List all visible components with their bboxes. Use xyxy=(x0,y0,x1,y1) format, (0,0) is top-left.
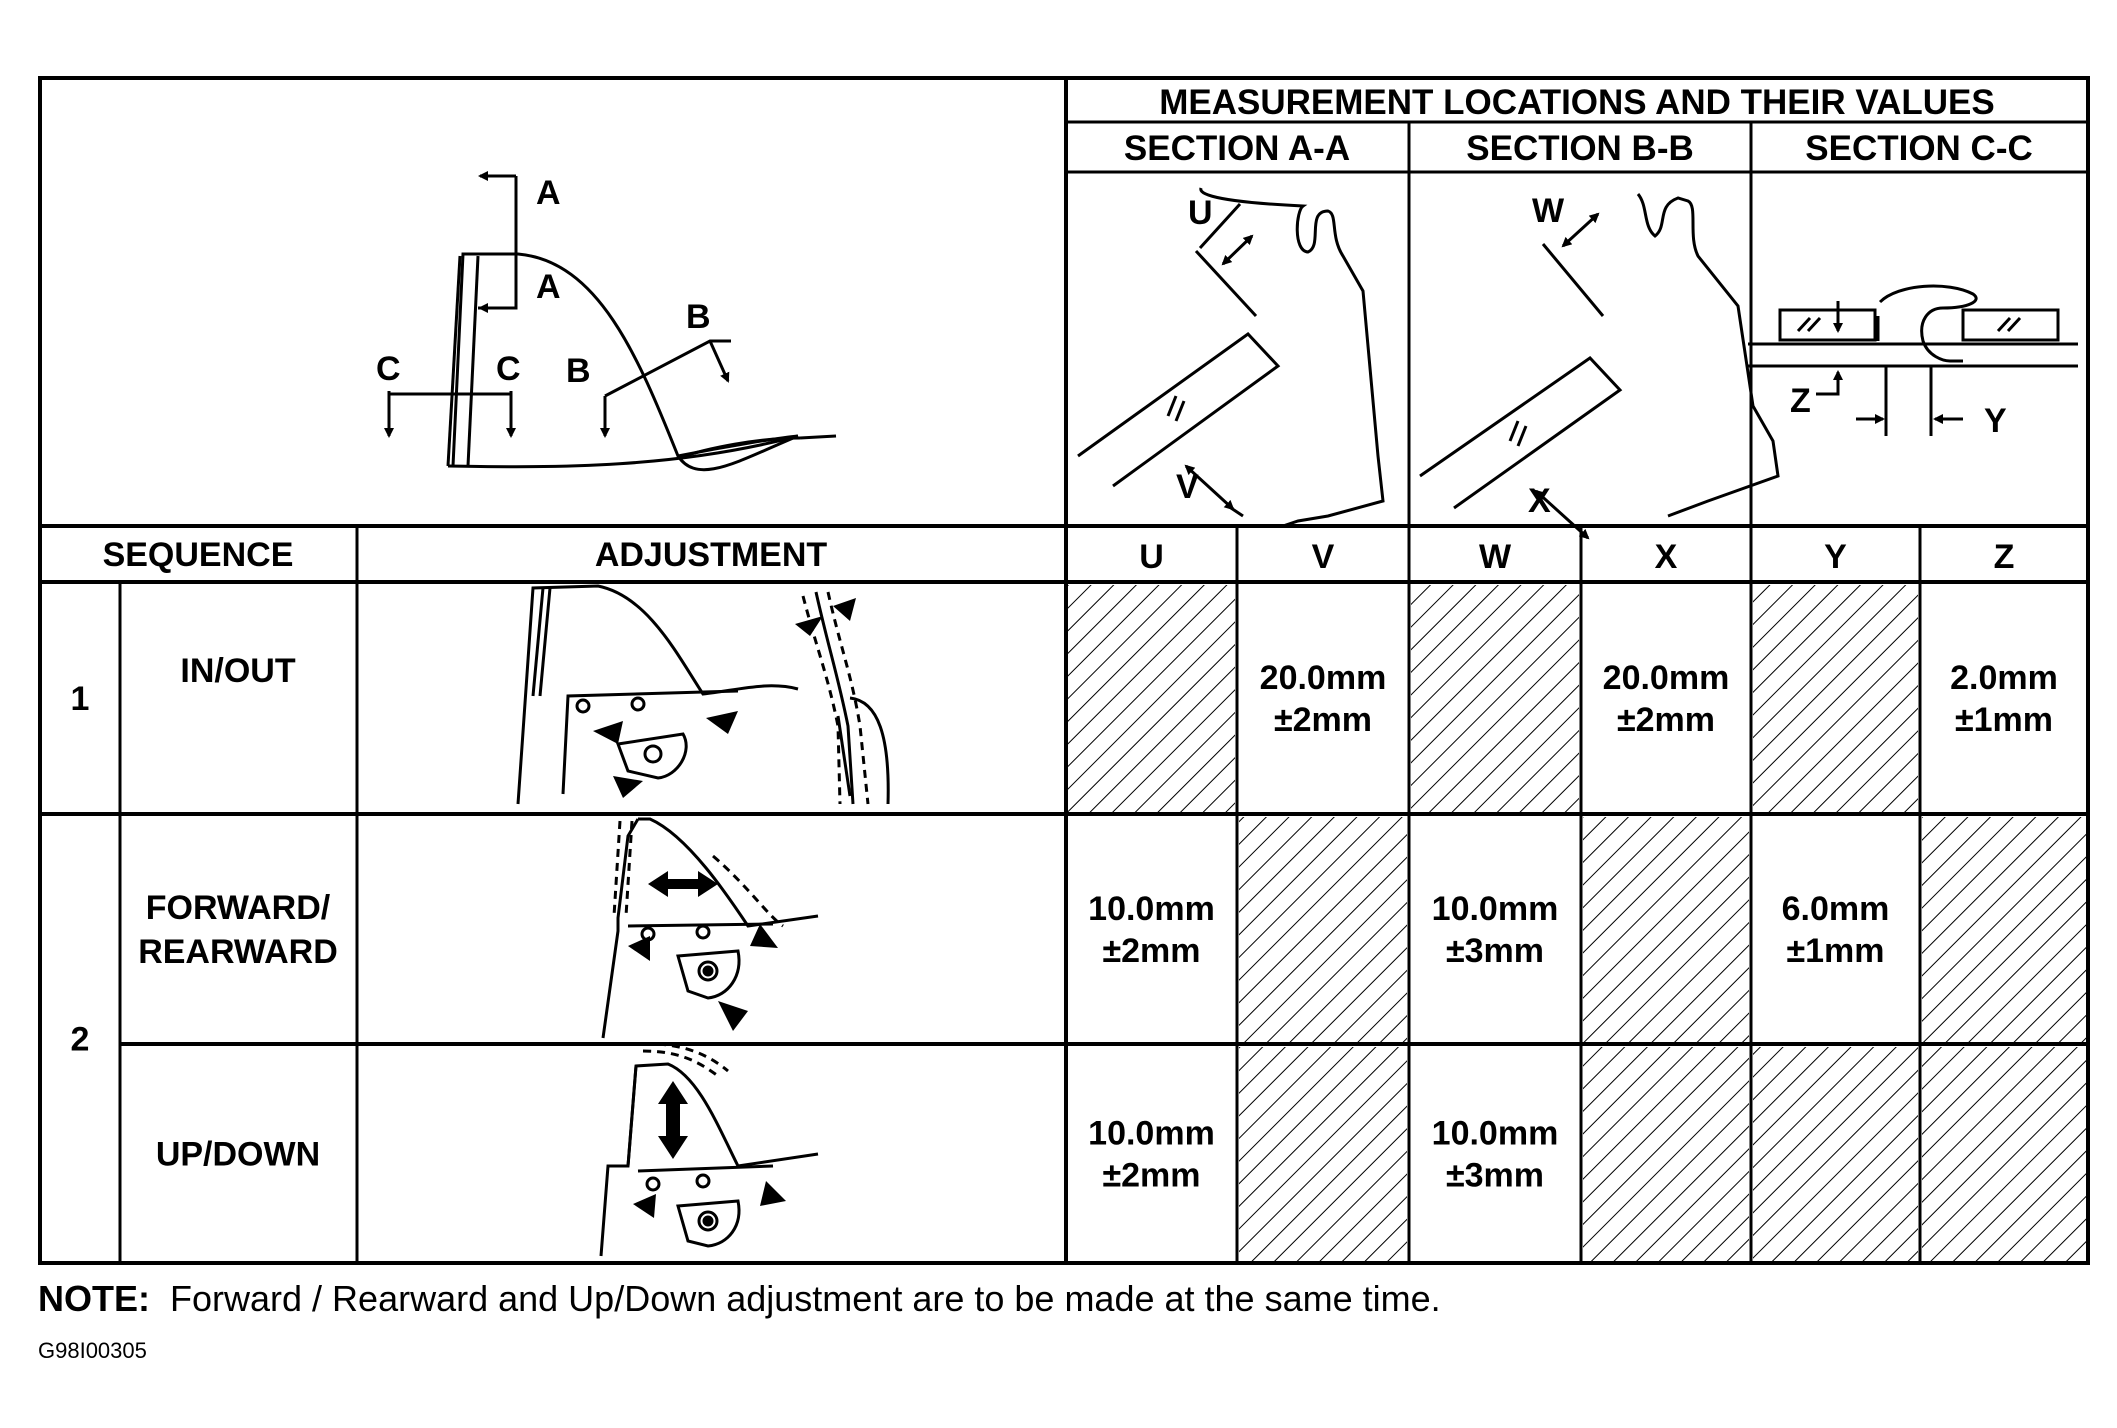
label-z: Z xyxy=(1790,382,1811,420)
measurement-value: 10.0mm xyxy=(1088,1115,1215,1153)
label-w: W xyxy=(1532,192,1565,230)
section-c-c-title: SECTION C-C xyxy=(1805,129,2033,168)
label-b-right: B xyxy=(686,298,711,336)
not-applicable-cell xyxy=(1922,1047,2086,1261)
figure-code: G98I00305 xyxy=(38,1338,147,1363)
measurement-header: MEASUREMENT LOCATIONS AND THEIR VALUES xyxy=(1159,83,1994,122)
adjustment-diagram: MEASUREMENT LOCATIONS AND THEIR VALUES S… xyxy=(38,76,2090,1265)
sequence-header: SEQUENCE xyxy=(103,536,294,574)
measurement-value: 6.0mm xyxy=(1782,890,1890,928)
note-text: Forward / Rearward and Up/Down adjustmen… xyxy=(170,1278,1441,1319)
not-applicable-cell xyxy=(1922,817,2086,1042)
footnote: NOTE: Forward / Rearward and Up/Down adj… xyxy=(38,1278,1441,1320)
measure-header-y: Y xyxy=(1824,538,1847,576)
window-overview-illustration xyxy=(384,171,837,472)
hatched-cells xyxy=(1068,585,2086,1261)
section-a-a-illustration xyxy=(1077,187,1385,528)
section-c-c-illustration xyxy=(1748,284,2078,436)
measure-header-x: X xyxy=(1655,538,1678,576)
measurement-value: ±2mm xyxy=(1617,701,1715,739)
label-b-left: B xyxy=(566,352,591,390)
not-applicable-cell xyxy=(1583,1047,1749,1261)
section-b-b-illustration xyxy=(1419,193,1780,540)
not-applicable-cell xyxy=(1239,817,1407,1042)
not-applicable-cell xyxy=(1239,1047,1407,1261)
measurement-value: ±2mm xyxy=(1102,1157,1200,1195)
adjustment-header: ADJUSTMENT xyxy=(595,536,828,574)
measurement-value: ±2mm xyxy=(1102,932,1200,970)
measurement-value: 10.0mm xyxy=(1432,890,1559,928)
measure-header-w: W xyxy=(1479,538,1512,576)
label-v: V xyxy=(1176,468,1199,506)
not-applicable-cell xyxy=(1753,585,1918,812)
section-b-b-title: SECTION B-B xyxy=(1466,129,1694,168)
measurement-value: 10.0mm xyxy=(1432,1115,1559,1153)
label-y: Y xyxy=(1984,402,2007,440)
label-c-left: C xyxy=(376,350,401,388)
adjustment-name: REARWARD xyxy=(138,933,338,971)
in-out-arrows xyxy=(593,598,856,798)
label-a-top: A xyxy=(536,174,561,212)
sequence-number: 2 xyxy=(71,1021,90,1059)
sequence-number: 1 xyxy=(71,680,90,718)
in-out-adjustment-sketch xyxy=(516,584,890,805)
measurement-value: 2.0mm xyxy=(1950,659,2058,697)
measure-column-headers: U V W X Y Z xyxy=(1139,538,2014,576)
measurement-value: ±2mm xyxy=(1274,701,1372,739)
adjustment-name: FORWARD/ xyxy=(146,889,331,927)
up-down-adjustment-sketch xyxy=(599,1042,819,1257)
forward-rearward-arrows xyxy=(628,871,778,1031)
measurement-values: 20.0mm ±2mm 20.0mm ±2mm 2.0mm ±1mm 10.0mm ±2mm 1… xyxy=(1088,659,2058,1195)
forward-rearward-adjustment-sketch xyxy=(601,817,819,1039)
not-applicable-cell xyxy=(1753,1047,1918,1261)
table-grid xyxy=(38,76,2090,1265)
measurement-value: ±1mm xyxy=(1955,701,2053,739)
measurement-value: ±3mm xyxy=(1446,1157,1544,1195)
measurement-value: 10.0mm xyxy=(1088,890,1215,928)
label-x: X xyxy=(1528,482,1551,520)
note-label: NOTE: xyxy=(38,1278,150,1319)
not-applicable-cell xyxy=(1411,585,1579,812)
label-c-right: C xyxy=(496,350,521,388)
up-down-arrows xyxy=(633,1081,786,1218)
adjustment-name: UP/DOWN xyxy=(156,1136,320,1174)
measure-header-z: Z xyxy=(1994,538,2015,576)
measurement-value: ±3mm xyxy=(1446,932,1544,970)
measure-header-u: U xyxy=(1139,538,1164,576)
label-u: U xyxy=(1188,194,1213,232)
measurement-value: ±1mm xyxy=(1786,932,1884,970)
label-a-bottom: A xyxy=(536,268,561,306)
not-applicable-cell xyxy=(1068,585,1235,812)
row-labels: 1 IN/OUT 2 FORWARD/REARWARD UP/DOWN xyxy=(71,652,338,1174)
section-a-a-title: SECTION A-A xyxy=(1124,129,1350,168)
adjustment-name: IN/OUT xyxy=(180,652,295,690)
measurement-value: 20.0mm xyxy=(1260,659,1387,697)
measurement-value: 20.0mm xyxy=(1603,659,1730,697)
not-applicable-cell xyxy=(1583,817,1749,1042)
measure-header-v: V xyxy=(1312,538,1335,576)
